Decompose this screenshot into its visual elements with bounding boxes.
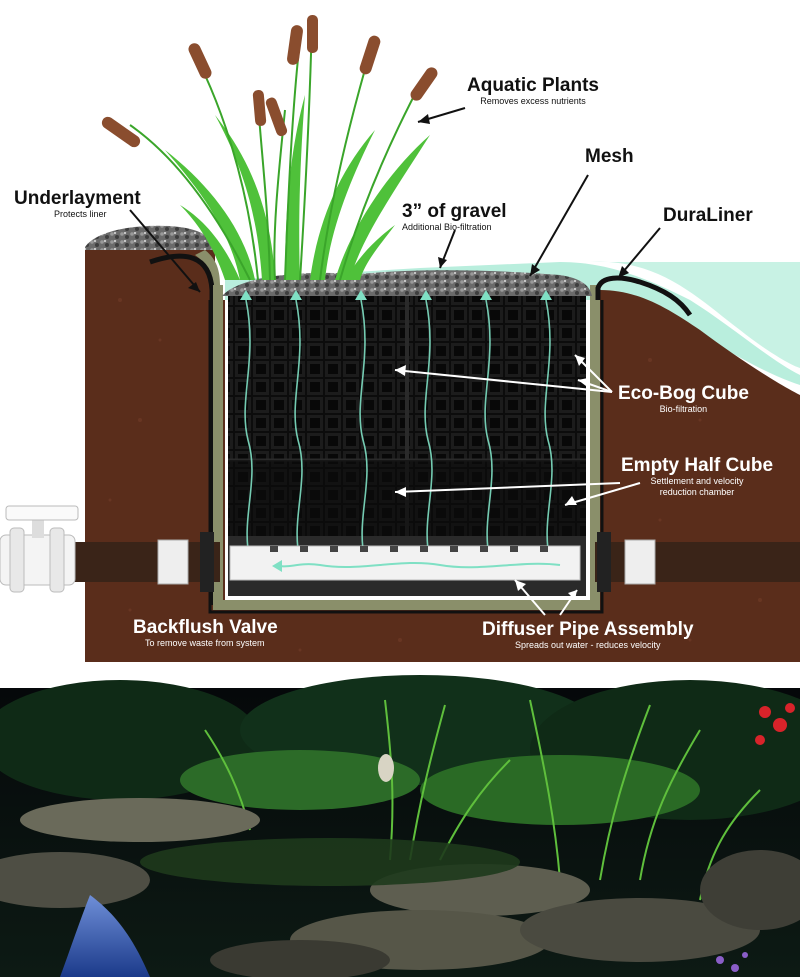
diffuser-pipe-title: Diffuser Pipe Assembly: [482, 619, 694, 640]
pond-surface: [140, 838, 520, 886]
label-duraliner: DuraLiner: [663, 206, 753, 225]
left-coupler: [157, 539, 189, 585]
underlayment-title: Underlayment: [14, 188, 141, 209]
backflush-valve-sub: To remove waste from system: [145, 638, 265, 648]
label-empty-half-cube: Empty Half Cube Settlement and velocity …: [621, 456, 773, 497]
inlet-pipe-dark: [60, 542, 220, 582]
eco-bog-cube-title: Eco-Bog Cube: [618, 383, 749, 404]
aquatic-plant-leaves: [165, 95, 430, 280]
gravel-left-bank: [85, 225, 218, 250]
gravel-sub: Additional Bio-filtration: [402, 222, 492, 232]
mesh-title: Mesh: [585, 146, 634, 167]
diffuser-flow-arrow: [272, 560, 282, 572]
underlayment-sub: Protects liner: [54, 209, 107, 219]
label-backflush-valve: Backflush Valve To remove waste from sys…: [133, 618, 278, 648]
aquatic-plants-title: Aquatic Plants: [467, 75, 599, 96]
duraliner-edge: [595, 275, 693, 317]
label-mesh: Mesh: [585, 147, 634, 166]
half-cube-chamber: [228, 460, 586, 536]
liner-basin-black: [208, 300, 604, 614]
liner-basin: [213, 285, 600, 610]
diffuser-pipe-sub: Spreads out water - reduces velocity: [514, 640, 661, 650]
right-bulkhead: [597, 532, 611, 592]
gravel-top: [222, 270, 592, 296]
cattail-heads: [101, 15, 438, 148]
empty-half-cube-sub2: reduction chamber: [659, 487, 735, 497]
eco-bog-cube-sub: Bio-filtration: [659, 404, 708, 414]
label-eco-bog-cube: Eco-Bog Cube Bio-filtration: [618, 384, 749, 414]
foliage-background: [0, 675, 800, 825]
pond-water: [590, 261, 800, 368]
label-aquatic-plants: Aquatic Plants Removes excess nutrients: [467, 76, 599, 106]
purple-flowers: [716, 952, 748, 972]
aquatic-plants-sub: Removes excess nutrients: [480, 96, 586, 106]
waterfall: [60, 895, 150, 977]
empty-half-cube-sub1: Settlement and velocity: [650, 476, 744, 486]
liner-black-left: [149, 253, 215, 605]
empty-half-cube-title: Empty Half Cube: [621, 455, 774, 476]
duraliner-title: DuraLiner: [663, 205, 753, 226]
flow-arrowheads: [240, 290, 552, 300]
garden-ornament: [378, 754, 394, 782]
backflush-valve-title: Backflush Valve: [133, 617, 278, 638]
label-gravel: 3” of gravel Additional Bio-filtration: [402, 202, 507, 232]
pointer-arrowheads: [188, 114, 629, 292]
diffuser-slots: [270, 546, 548, 552]
diffuser-flow: [279, 562, 561, 569]
white-arrowheads: [395, 355, 588, 600]
soil-texture: [108, 298, 762, 652]
left-bulkhead: [200, 532, 214, 592]
gravel-title: 3” of gravel: [402, 201, 507, 222]
label-underlayment: Underlayment Protects liner: [14, 189, 141, 219]
label-diffuser-pipe: Diffuser Pipe Assembly Spreads out water…: [482, 620, 694, 650]
red-flowers: [755, 703, 795, 745]
backflush-valve: [0, 505, 79, 593]
right-coupler: [624, 539, 656, 585]
